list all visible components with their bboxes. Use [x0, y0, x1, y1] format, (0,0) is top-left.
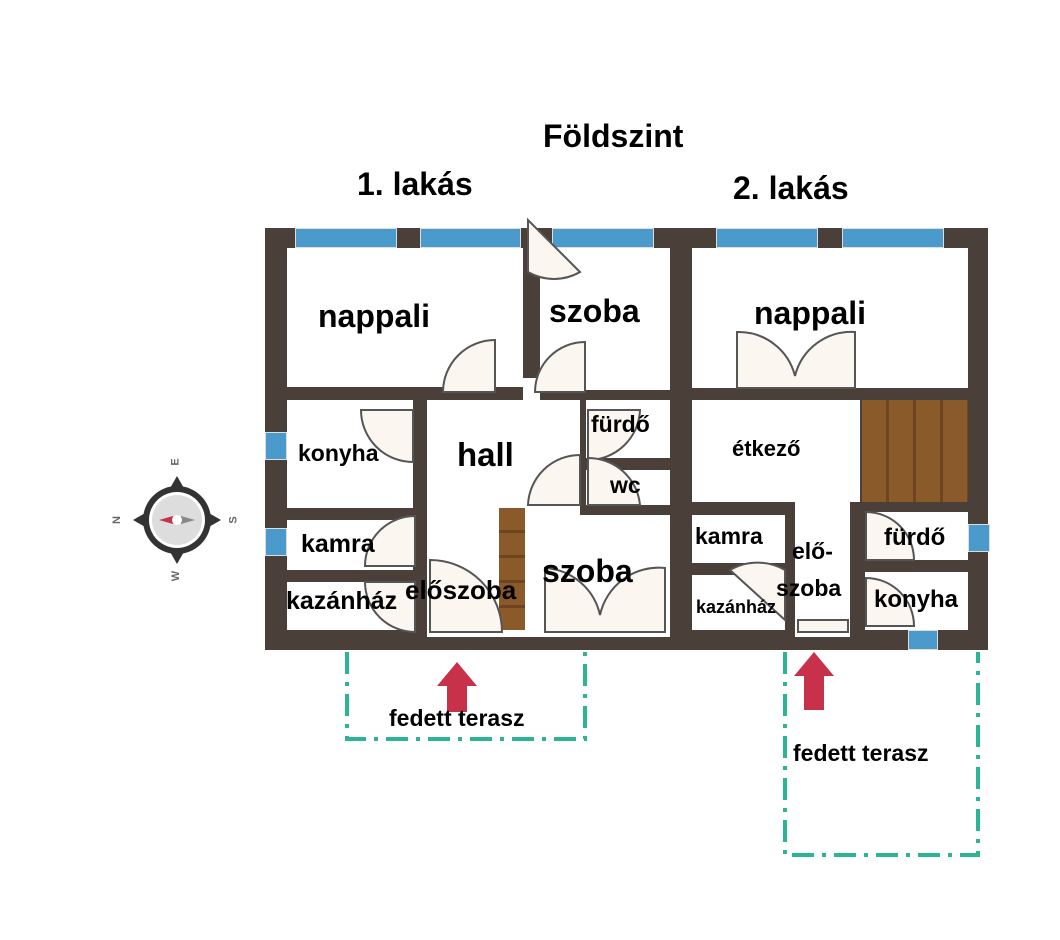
door: [797, 619, 849, 633]
label-kazanhaz-2: kazánház: [696, 597, 777, 617]
compass-label-e: E: [169, 458, 182, 466]
door: [359, 409, 414, 464]
window: [968, 524, 990, 552]
page-title: Földszint: [543, 118, 684, 154]
apartment-2-label: 2. lakás: [733, 170, 849, 206]
window: [295, 228, 397, 248]
label-terrace-2: fedett terasz: [793, 740, 929, 766]
terrace-1-outline: [345, 652, 587, 741]
window: [552, 228, 654, 248]
label-konyha-1: konyha: [298, 440, 379, 466]
door: [363, 581, 416, 634]
label-nappali-1: nappali: [318, 298, 431, 334]
label-kamra-1: kamra: [301, 530, 375, 558]
room-eloszoba-2: [795, 500, 850, 637]
door: [429, 558, 504, 633]
door: [728, 561, 786, 623]
door: [527, 217, 582, 280]
entrance-arrow-1-icon: [437, 662, 477, 712]
compass-label-w: W: [170, 570, 183, 582]
compass-label-s: S: [227, 516, 240, 524]
label-hall: hall: [457, 436, 514, 473]
compass-label-n: N: [110, 516, 123, 524]
door: [441, 338, 496, 393]
window: [908, 630, 938, 650]
room-etkezo: [692, 400, 860, 502]
stairs-2: [862, 400, 968, 502]
window: [420, 228, 521, 248]
label-szoba-top: szoba: [549, 293, 640, 329]
label-kazanhaz-1: kazánház: [286, 587, 398, 615]
label-eloszoba-1: előszoba: [405, 575, 517, 605]
label-nappali-2: nappali: [754, 295, 867, 331]
window: [265, 432, 287, 460]
label-terrace-1: fedett terasz: [389, 705, 525, 731]
door: [533, 340, 586, 393]
stairs-1: [499, 508, 525, 630]
label-wc: wc: [610, 472, 641, 498]
terrace-2-outline: [783, 652, 980, 857]
label-szoba-bottom: szoba: [542, 553, 633, 589]
window: [716, 228, 818, 248]
window: [842, 228, 944, 248]
door: [587, 456, 642, 506]
door: [736, 330, 856, 389]
label-eloszoba-2b: szoba: [776, 575, 842, 601]
compass-icon: [133, 476, 221, 564]
label-konyha-2: konyha: [874, 586, 959, 613]
label-furdo-1: fürdő: [591, 411, 650, 437]
window: [265, 528, 287, 556]
label-furdo-2: fürdő: [884, 524, 946, 551]
door: [526, 453, 581, 506]
apartment-1-label: 1. lakás: [357, 166, 473, 202]
label-kamra-2: kamra: [695, 523, 763, 549]
entrance-arrow-2-icon: [794, 652, 834, 710]
room-kamra-2: [692, 515, 785, 563]
door: [544, 566, 666, 633]
label-etkezo: étkező: [732, 436, 801, 461]
door: [865, 576, 916, 627]
door: [363, 514, 416, 567]
label-eloszoba-2a: elő-: [792, 538, 833, 564]
door: [865, 510, 916, 561]
